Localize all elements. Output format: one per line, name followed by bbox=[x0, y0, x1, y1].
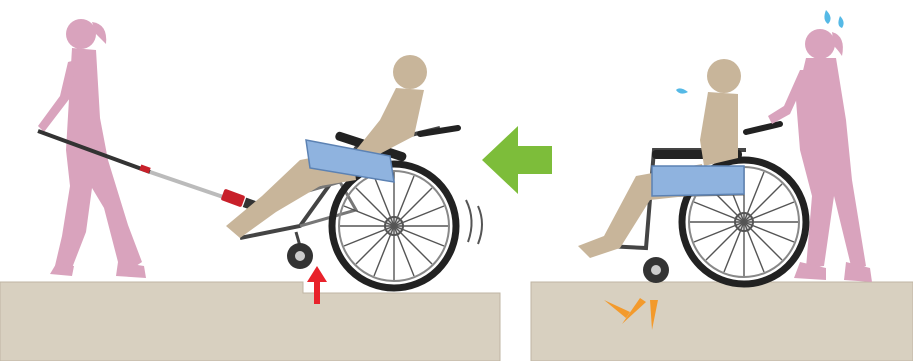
helper-figure-left bbox=[38, 19, 146, 278]
left-panel bbox=[0, 19, 500, 361]
helper-figure-right bbox=[768, 29, 872, 282]
arrow-left-icon bbox=[482, 126, 552, 194]
seat-cushion-right bbox=[652, 166, 744, 196]
right-panel bbox=[531, 10, 913, 361]
left-ground bbox=[0, 282, 500, 361]
right-ground bbox=[531, 282, 913, 361]
